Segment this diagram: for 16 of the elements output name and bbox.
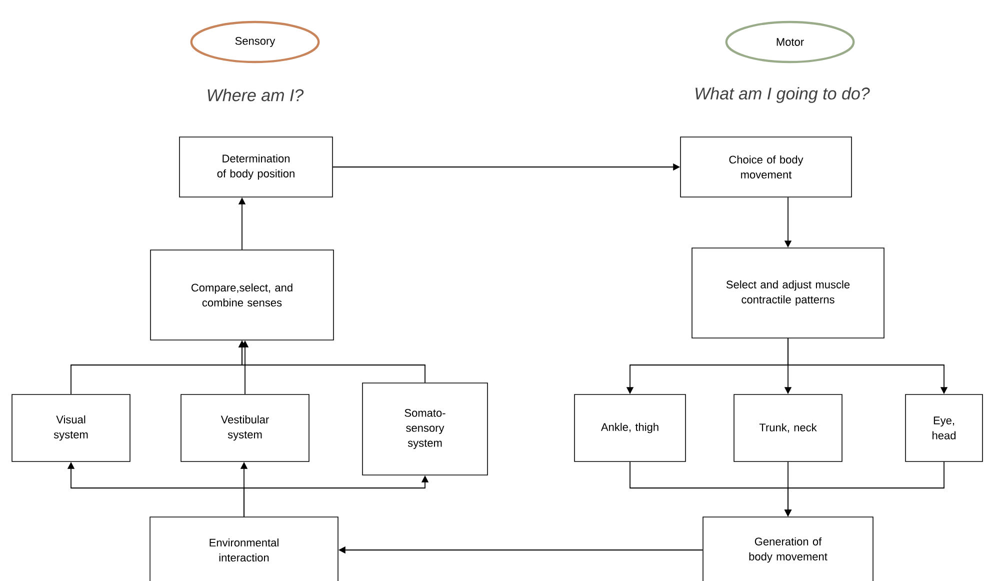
process-box: Environmental interaction xyxy=(150,516,338,581)
process-box: Determination of body position xyxy=(179,136,333,198)
process-box: Generation of body movement xyxy=(702,516,874,581)
heading: What am I going to do? xyxy=(696,87,870,103)
process-box: Somato-sensory system xyxy=(362,382,488,476)
process-box: Ankle, thigh xyxy=(574,394,686,462)
ellipse-node: Sensory xyxy=(190,20,320,64)
ellipse-node: Motor xyxy=(725,20,855,64)
process-box: Trunk, neck xyxy=(734,394,842,462)
heading: Where am I? xyxy=(208,88,304,102)
process-box: Select and adjust muscle contractile patterns xyxy=(692,248,884,338)
process-box: Compare,select, and combine senses xyxy=(150,250,334,340)
process-box: Vestibular system xyxy=(180,394,310,462)
process-box: Choice of body movement xyxy=(680,136,852,198)
process-box: Visual system xyxy=(12,394,130,462)
process-box: Eye, head xyxy=(905,394,983,462)
